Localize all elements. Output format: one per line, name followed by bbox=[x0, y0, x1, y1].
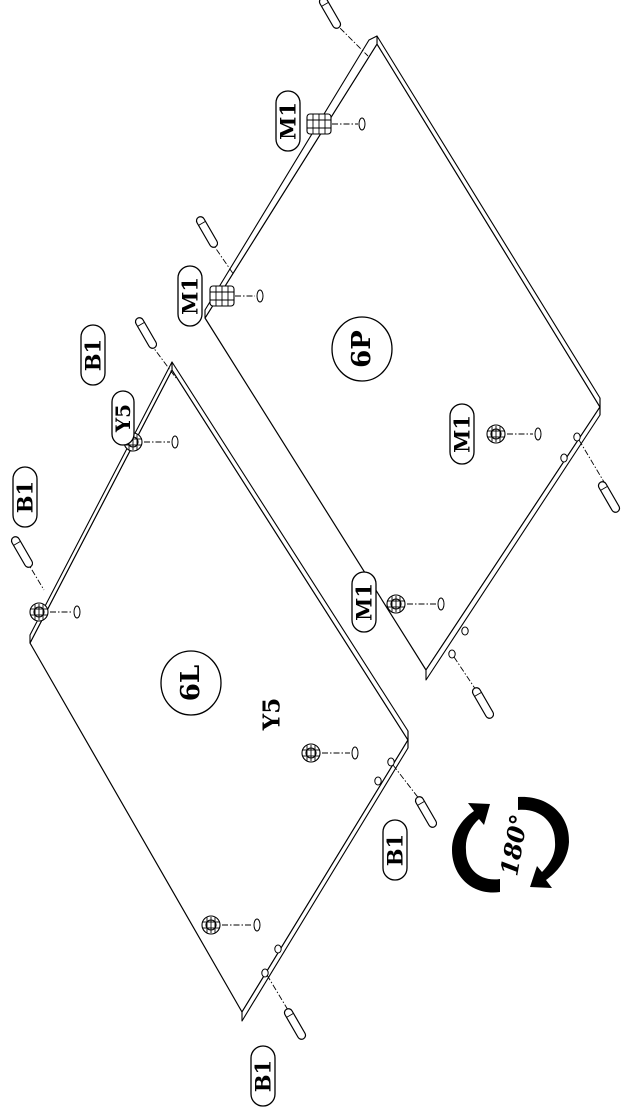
cam-bolt-icon bbox=[209, 285, 235, 307]
svg-text:B1: B1 bbox=[251, 1060, 276, 1092]
part-code-m1: M1 bbox=[351, 571, 377, 633]
part-code-m1: M1 bbox=[275, 90, 301, 152]
dowel-icon bbox=[282, 1006, 308, 1042]
dowel-icon bbox=[194, 214, 220, 250]
panel-6p bbox=[204, 35, 601, 681]
cam-lock-icon bbox=[386, 594, 406, 614]
cam-bolt-icon bbox=[306, 113, 332, 135]
svg-text:Y5: Y5 bbox=[111, 404, 135, 433]
svg-text:M1: M1 bbox=[450, 415, 475, 453]
part-code-b1: B1 bbox=[80, 324, 106, 386]
cam-lock-icon bbox=[301, 743, 321, 763]
svg-text:M1: M1 bbox=[352, 583, 377, 621]
dowel-icon bbox=[470, 685, 496, 721]
part-code-m1: M1 bbox=[449, 403, 475, 465]
part-code-y5: Y5 bbox=[111, 390, 135, 446]
part-code-b1: B1 bbox=[12, 466, 38, 528]
part-code-b1: B1 bbox=[382, 819, 408, 881]
dowel-icon bbox=[317, 0, 343, 31]
part-code-m1: M1 bbox=[177, 265, 203, 327]
rotate-arrow-icon bbox=[452, 796, 570, 893]
part-codes: B1 B1 Y5 Y5 M1 M1 M1 bbox=[12, 90, 475, 1107]
svg-text:M1: M1 bbox=[276, 102, 301, 140]
cam-lock-icon bbox=[29, 602, 49, 622]
panel-6l-label: 6L bbox=[176, 665, 206, 701]
cam-lock-icon bbox=[486, 424, 506, 444]
dowel-set bbox=[9, 0, 622, 1042]
svg-text:B1: B1 bbox=[383, 834, 408, 866]
rotation-indicator: 180° bbox=[452, 796, 570, 893]
dowel-icon bbox=[9, 534, 35, 570]
panel-label-6l: 6L bbox=[160, 650, 222, 716]
svg-text:Y5: Y5 bbox=[259, 698, 286, 731]
svg-text:B1: B1 bbox=[13, 481, 38, 513]
dowel-icon bbox=[133, 315, 159, 351]
rotation-label: 180° bbox=[494, 812, 533, 878]
part-code-y5: Y5 bbox=[259, 684, 286, 744]
svg-text:M1: M1 bbox=[178, 277, 203, 315]
part-code-b1: B1 bbox=[250, 1045, 276, 1107]
cam-lock-icon bbox=[201, 915, 221, 935]
dowel-icon bbox=[413, 794, 439, 830]
svg-text:B1: B1 bbox=[81, 339, 106, 371]
panel-6p-label: 6P bbox=[347, 330, 377, 368]
panel-label-6p: 6P bbox=[331, 316, 393, 382]
dowel-icon bbox=[596, 479, 622, 515]
cam-fittings bbox=[29, 113, 542, 935]
